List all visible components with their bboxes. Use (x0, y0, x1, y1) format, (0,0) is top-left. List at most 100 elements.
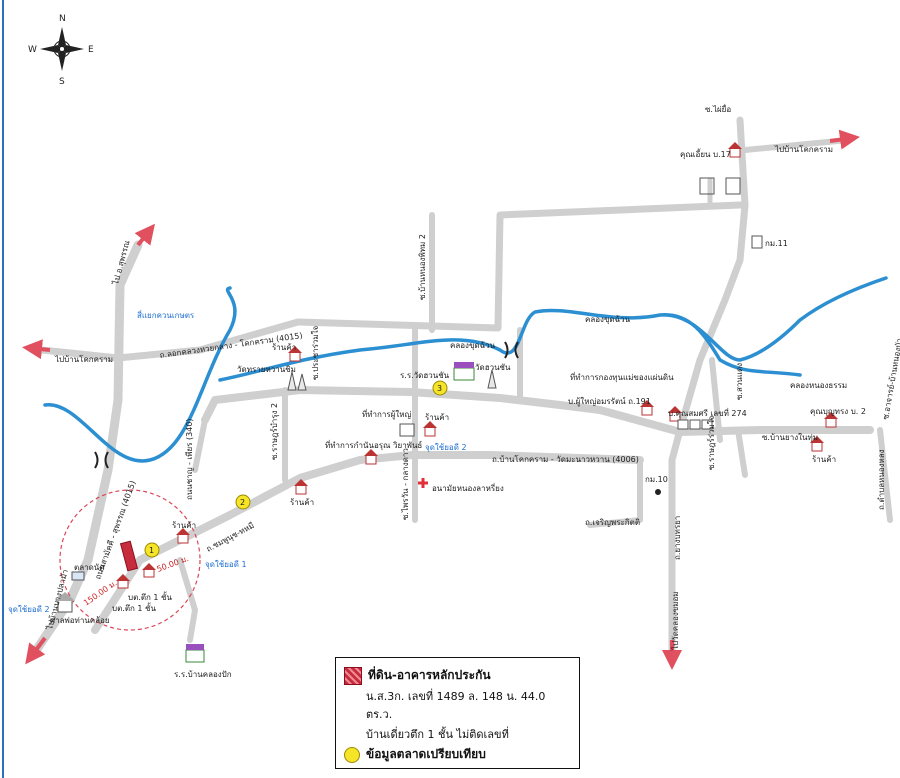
map-legend: ที่ดิน-อาคารหลักประกัน น.ส.3ก. เลขที่ 14… (335, 657, 580, 769)
km-post-icon (751, 235, 763, 249)
market-marker-3-label: 3 (437, 384, 442, 393)
shop-icon (288, 346, 302, 362)
road-to-school (177, 557, 198, 643)
label-ref-2: จุดใช้ยอดี 2 (8, 605, 50, 614)
label-house-a: บต.ตึก 1 ชั้น (128, 591, 172, 602)
health-center-icon (418, 478, 428, 488)
legend-house-line: บ้านเดี่ยวตึก 1 ชั้น ไม่ติดเลขที่ (366, 728, 509, 741)
label-km-11: กม.11 (765, 239, 788, 248)
shrine-icon (55, 592, 75, 613)
office-icon (399, 423, 415, 437)
label-canal-suwan-east: คลองขุดฉ้วน (585, 315, 631, 324)
shop-icon (364, 449, 378, 465)
market-icon (71, 571, 85, 581)
market-marker-2-label: 2 (240, 498, 245, 507)
road-to-khokkhram-left (38, 318, 302, 362)
legend-collateral-title: ที่ดิน-อาคารหลักประกัน (368, 668, 491, 682)
label-canal-nong: คลองหนองธรรม (790, 381, 847, 390)
label-khun-boonchuay: คุณบุญทรง บ. 2 (810, 407, 866, 416)
school-icon (453, 362, 475, 381)
label-canal-suwan: คลองขุดฉ้วน (450, 341, 496, 350)
label-soi-waen: ซ.สวนแดง (735, 363, 744, 400)
compass-rose-icon: N S E W (28, 14, 94, 87)
house-icon (116, 574, 130, 589)
house-icon (142, 563, 156, 578)
road-soi-6 (877, 427, 893, 523)
house-icon (728, 142, 742, 158)
label-school-khlong-pak: ร.ร.บ้านคลองปัก (174, 670, 232, 679)
label-wat-suwan: วัดฮวนชัน (475, 363, 511, 372)
label-ref-2b: จุดใช้ยอดี 2 (425, 443, 467, 452)
label-to-khokkhram-left: ไปบ้านโคกคราม (54, 354, 113, 364)
label-ref-1: จุดใช้ยอดี 1 (205, 560, 247, 569)
label-road-340: ถนนชาญ - เพียร (340) (185, 418, 194, 500)
km-post-icon (655, 489, 661, 495)
arrow-north-suphan (134, 223, 155, 247)
temple-icon (487, 369, 497, 389)
house-icon (824, 412, 838, 428)
label-soi-north: ซ.บ้านหนองพิทม 2 (418, 234, 427, 300)
label-soi-nai: ซ.บ้านยางในทุ่ม (762, 433, 818, 442)
bridge-icon (94, 341, 519, 469)
shop-icon (810, 436, 824, 452)
label-kamnan-office: ที่ทำการกำนันอรุณ วิยาพันธ์ (325, 439, 422, 450)
label-soi-d: ถ.ตำบลหนองหลง (877, 449, 886, 510)
label-to-khokkhram-right: ไปบ้านโคกคราม (774, 144, 833, 154)
road-north-vertical (668, 116, 749, 654)
compass-s: S (59, 77, 65, 87)
house-icon (668, 406, 682, 422)
shop-icon (294, 479, 308, 495)
label-market-talat-nat: ตลาดนัด (74, 563, 104, 572)
road-middle (201, 386, 874, 436)
market-markers: 1 2 3 (144, 380, 448, 558)
destination-arrows (22, 129, 860, 670)
label-house-b: บต.ตึก 1 ชั้น (112, 602, 156, 613)
market-marker-2 (235, 494, 251, 510)
label-road-khokkhram-phrik: ถ.บ้านโคกคราม - วัดมะนาวหวาน (4006) (492, 454, 639, 464)
label-shrine: ศาลพ่อท่านคล้อย (50, 616, 110, 625)
label-shop-1: ร้านค้า (272, 343, 296, 352)
road-diagonal-central (91, 451, 644, 634)
road-soi-3 (709, 357, 723, 443)
shop-icon (176, 528, 190, 544)
label-shop-2: ร้านค้า (425, 413, 449, 422)
label-village-head: ที่ทำการผู้ใหญ่ (362, 408, 412, 420)
school-icon (185, 644, 205, 663)
label-soi-south: ถ.ยางบทรยา (673, 516, 682, 560)
road-soi-5 (587, 457, 643, 528)
market-marker-1-label: 1 (149, 546, 154, 555)
label-khun-chuan: คุณเอี้ยน บ.17 (680, 148, 731, 159)
legend-market-info: ข้อมูลตลาดเปรียบเทียบ (366, 747, 486, 761)
road-soi-7 (192, 417, 208, 473)
collateral-area-circle (59, 489, 201, 631)
house-icon (640, 400, 654, 416)
arrow-sw-highway (25, 636, 47, 665)
label-to-wat-phrabat: ไปวัดคลองขมอม (671, 591, 680, 651)
building-icons (55, 142, 838, 663)
label-junction-kaset: สี่แยกควนเกษตร (137, 309, 195, 320)
market-marker-3 (432, 380, 448, 396)
label-soi-ra: ซ.ราษฎร์ร่วมใจ (706, 415, 716, 470)
house-icon (677, 419, 713, 430)
label-shop-5: ร้านค้า (812, 455, 836, 464)
arrow-east-bangplama (829, 129, 860, 150)
label-health-center: อนามัยหนองลาหรี่ยง (432, 482, 504, 493)
label-school-wat-suwan: ร.ร.วัดฮวนชัน (400, 371, 450, 380)
shop-icon (423, 421, 437, 437)
label-committee-office: ที่ทำการกองทุนแม่ของแผ่นดิน (570, 371, 674, 382)
compass-n: N (59, 14, 66, 24)
road-north (294, 201, 744, 332)
label-village-head-191: บ.ผู้ใหญ่อมรรัตน์ ถ.191 (568, 396, 651, 407)
collateral-parcel (119, 540, 139, 572)
label-shop-3: ร้านค้า (290, 498, 314, 507)
label-soi-pracha: ซ.ประชาร่วมใจ (311, 325, 320, 380)
label-soi-jaroen: ถ.เจริญพระกิตติ (585, 518, 640, 527)
label-road-wat-khaw: ซ.ไพรวัน - กลางดาว (401, 448, 410, 520)
temple-icon (287, 371, 307, 391)
kiosk-icon (699, 177, 741, 195)
label-soi-rat: ซ.ราษฎร์บำรุง 2 (269, 403, 279, 460)
label-soi-e: ซ.อาจารย์-บ้านหนองบัว (880, 337, 900, 420)
canal-khlong-suwan (43, 276, 888, 463)
legend-deed-line: น.ส.3ก. เลขที่ 1489 ล. 148 น. 44.0 ตร.ว. (366, 690, 546, 721)
